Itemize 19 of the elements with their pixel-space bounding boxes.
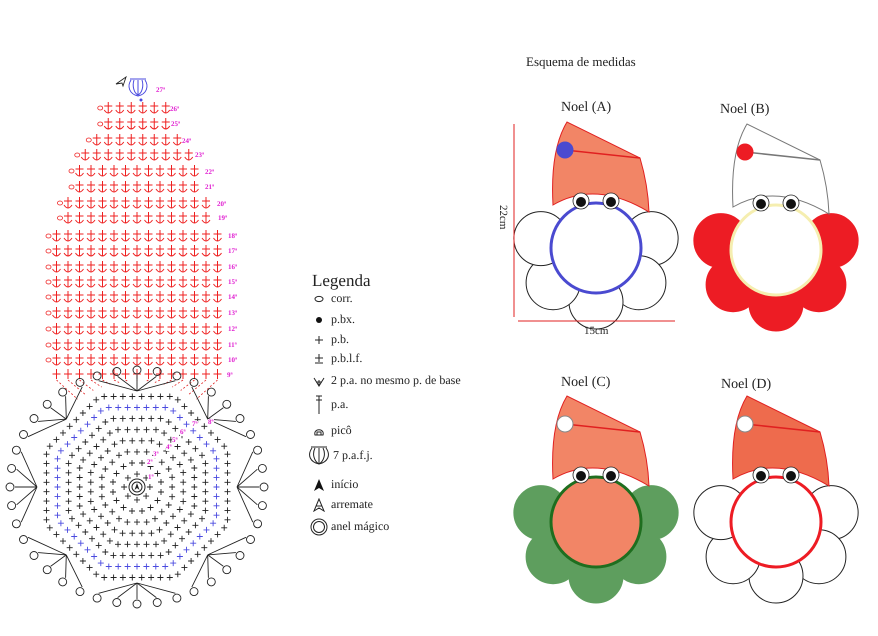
legend-label: arremate	[331, 498, 373, 510]
legend-label: p.b.	[331, 333, 349, 345]
legend-label: p.b.l.f.	[331, 352, 362, 364]
legend-title: Legenda	[312, 272, 371, 289]
figure-title: Noel (A)	[561, 101, 612, 115]
legend-label: p.a.	[331, 398, 348, 410]
figure-title: Noel (B)	[720, 103, 770, 117]
figure-title: Noel (C)	[561, 376, 610, 390]
legend-label: anel mágico	[331, 520, 390, 532]
figure-title: Noel (D)	[721, 378, 772, 392]
legend-label: início	[331, 478, 358, 490]
dimension-label: 22cm	[497, 205, 508, 230]
legend-label: 2 p.a. no mesmo p. de base	[331, 374, 461, 386]
section-title: Esquema de medidas	[526, 55, 636, 68]
legend-label: p.bx.	[331, 313, 355, 325]
legend-label: corr.	[331, 292, 353, 304]
legend-label: 7 p.a.f.j.	[333, 449, 373, 461]
legend-label: picô	[331, 424, 352, 436]
dimension-label: 15cm	[584, 326, 608, 337]
